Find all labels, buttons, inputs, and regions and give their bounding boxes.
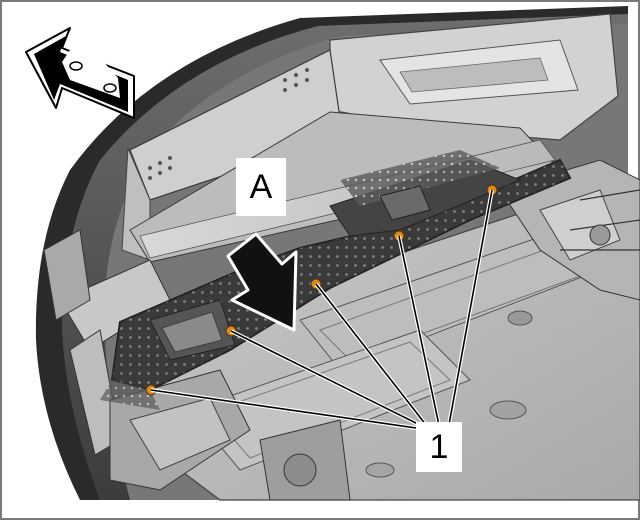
component-label: A <box>236 158 286 216</box>
right-mechanics <box>499 159 640 301</box>
left-rails <box>43 229 171 456</box>
floor-panel <box>139 199 640 501</box>
fastener-label: 1 <box>416 422 462 472</box>
pointer-arrow-icon <box>226 232 298 332</box>
front-of-vehicle-icon <box>25 27 135 119</box>
